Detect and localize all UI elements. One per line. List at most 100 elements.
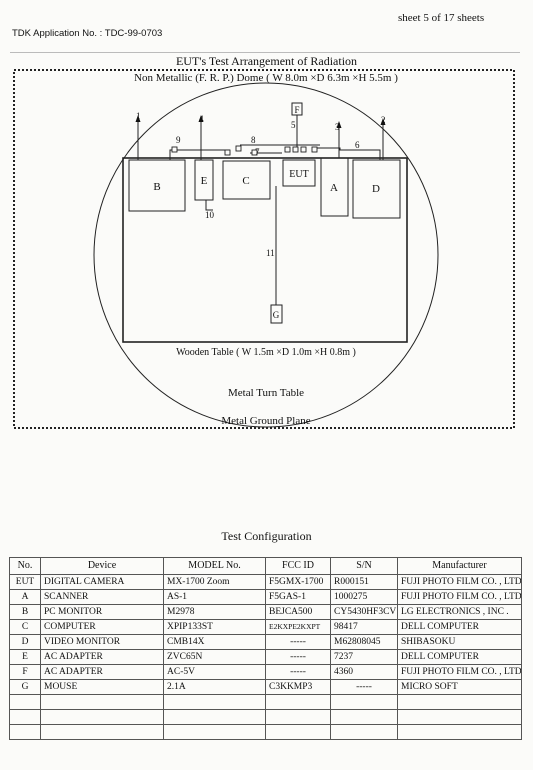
cell-empty [330, 709, 398, 725]
cell-model: M2978 [163, 604, 266, 620]
table-row: EUT DIGITAL CAMERA MX-1700 Zoom F5GMX-17… [9, 574, 522, 590]
cell-empty [330, 694, 398, 710]
cable-number: 11 [266, 248, 275, 258]
device-e-box [194, 159, 214, 201]
application-number: TDK Application No. : TDC-99-0703 [12, 28, 163, 39]
cell-model: CMB14X [163, 634, 266, 650]
table-row: C COMPUTER XPIP133ST E2KXPE2KXPT 98417 D… [9, 619, 522, 635]
table-row-empty [9, 694, 522, 710]
cable-numbers: 1 2 3 4 5 6 7 8 9 10 11 [136, 111, 386, 258]
cell-device: AC ADAPTER [40, 649, 164, 665]
cell-model: 2.1A [163, 679, 266, 695]
device-d-label: D [372, 183, 380, 195]
config-title: Test Configuration [221, 529, 312, 543]
cell-sn: M62808045 [330, 634, 398, 650]
cell-no: D [9, 634, 41, 650]
header-device: Device [40, 557, 164, 575]
device-g-label: G [273, 310, 280, 320]
device-e-label: E [201, 175, 208, 187]
cable-number: 8 [251, 135, 256, 145]
table-row: G MOUSE 2.1A C3KKMP3 ----- MICRO SOFT [9, 679, 522, 695]
diagram-title: EUT's Test Arrangement of Radiation [175, 54, 358, 68]
header-sn: S/N [330, 557, 398, 575]
cell-empty [397, 694, 522, 710]
cell-sn: 7237 [330, 649, 398, 665]
header-manufacturer: Manufacturer [397, 557, 522, 575]
cable-number: 5 [291, 120, 296, 130]
cell-device: SCANNER [40, 589, 164, 605]
turntable-label: Metal Turn Table [228, 387, 304, 399]
cell-no: F [9, 664, 41, 680]
table-row: A SCANNER AS-1 F5GAS-1 1000275 FUJI PHOT… [9, 589, 522, 605]
connectors [171, 145, 318, 156]
table-row: E AC ADAPTER ZVC65N ----- 7237 DELL COMP… [9, 649, 522, 665]
interconnect-cables [169, 144, 381, 305]
cell-empty [397, 724, 522, 740]
cell-no: A [9, 589, 41, 605]
device-b-box [128, 159, 186, 212]
device-f-label: F [294, 105, 299, 115]
wooden-table [122, 157, 408, 343]
cable-number: 3 [335, 122, 340, 132]
cell-device: MOUSE [40, 679, 164, 695]
dome-boundary [13, 69, 515, 429]
cell-empty [40, 694, 164, 710]
cell-fcc-id: E2KXPE2KXPT [265, 619, 331, 635]
cell-model: ZVC65N [163, 649, 266, 665]
cell-no: C [9, 619, 41, 635]
arrow-heads [135, 115, 386, 128]
cell-no: E [9, 649, 41, 665]
cell-fcc-id: ----- [265, 634, 331, 650]
cell-empty [163, 724, 266, 740]
device-a-box [320, 157, 349, 217]
cell-empty [40, 724, 164, 740]
cell-device: COMPUTER [40, 619, 164, 635]
cell-empty [9, 694, 41, 710]
cell-manufacturer: DELL COMPUTER [397, 649, 522, 665]
cell-sn: 1000275 [330, 589, 398, 605]
table-row-empty [9, 724, 522, 740]
table-row: F AC ADAPTER AC-5V ----- 4360 FUJI PHOTO… [9, 664, 522, 680]
cell-empty [163, 709, 266, 725]
cell-manufacturer: SHIBASOKU [397, 634, 522, 650]
cell-fcc-id: F5GAS-1 [265, 589, 331, 605]
dome-label: Non Metallic (F. R. P.) Dome ( W 8.0m ×D… [134, 72, 398, 84]
cell-manufacturer: FUJI PHOTO FILM CO. , LTD [397, 574, 522, 590]
table-row: B PC MONITOR M2978 BEJCA500 CY5430HF3CV … [9, 604, 522, 620]
cable-number: 1 [136, 111, 141, 121]
cell-sn: R000151 [330, 574, 398, 590]
header-fcc-id: FCC ID [265, 557, 331, 575]
device-eut-label: EUT [289, 169, 308, 180]
device-eut-box [282, 159, 316, 187]
ground-label: Metal Ground Plane [221, 415, 310, 427]
table-row: D VIDEO MONITOR CMB14X ----- M62808045 S… [9, 634, 522, 650]
cable-number: 6 [355, 140, 360, 150]
cell-empty [265, 694, 331, 710]
cell-fcc-id: ----- [265, 664, 331, 680]
device-b-label: B [153, 181, 160, 193]
cell-empty [330, 724, 398, 740]
cable-number: 9 [176, 135, 181, 145]
cell-fcc-id: BEJCA500 [265, 604, 331, 620]
cell-empty [40, 709, 164, 725]
header-model: MODEL No. [163, 557, 266, 575]
header-no: No. [9, 557, 41, 575]
cell-empty [163, 694, 266, 710]
cell-manufacturer: MICRO SOFT [397, 679, 522, 695]
cable-number: 4 [199, 114, 204, 124]
cell-fcc-id: ----- [265, 649, 331, 665]
table-label: Wooden Table ( W 1.5m ×D 1.0m ×H 0.8m ) [176, 347, 356, 358]
cell-manufacturer: DELL COMPUTER [397, 619, 522, 635]
device-c-box [222, 160, 271, 200]
cell-sn: ----- [330, 679, 398, 695]
cell-model: XPIP133ST [163, 619, 266, 635]
cell-empty [397, 709, 522, 725]
cable-number: 2 [381, 115, 386, 125]
cell-sn: 4360 [330, 664, 398, 680]
cell-manufacturer: FUJI PHOTO FILM CO. , LTD [397, 589, 522, 605]
cell-manufacturer: LG ELECTRONICS , INC . [397, 604, 522, 620]
cell-empty [9, 724, 41, 740]
test-arrangement-diagram: Non Metallic (F. R. P.) Dome ( W 8.0m ×D… [13, 69, 515, 429]
cell-empty [265, 724, 331, 740]
cell-model: MX-1700 Zoom [163, 574, 266, 590]
